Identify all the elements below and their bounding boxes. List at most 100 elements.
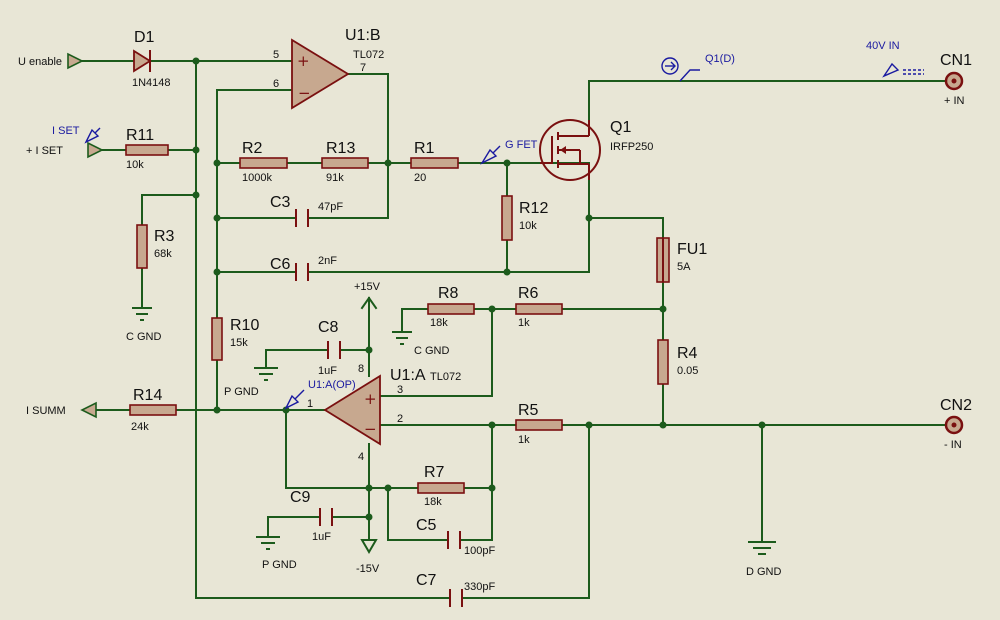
svg-text:C8: C8 (318, 319, 339, 336)
svg-text:R11: R11 (126, 127, 154, 144)
svg-text:5A: 5A (677, 261, 691, 273)
svg-text:100pF: 100pF (464, 545, 495, 557)
svg-text:CN1: CN1 (940, 52, 972, 69)
svg-text:C3: C3 (270, 194, 291, 211)
svg-text:C GND: C GND (414, 345, 450, 357)
svg-text:+15V: +15V (354, 281, 381, 293)
svg-text:G FET: G FET (505, 139, 538, 151)
diode-d1: D1 1N4148 (132, 29, 171, 89)
svg-text:IRFP250: IRFP250 (610, 141, 653, 153)
svg-text:3: 3 (397, 384, 403, 396)
svg-text:U1:A: U1:A (390, 367, 426, 384)
resistor-r4: R4 0.05 (657, 339, 698, 385)
svg-text:10k: 10k (126, 159, 144, 171)
resistor-r5: R5 1k (515, 402, 563, 446)
svg-text:2: 2 (397, 413, 403, 425)
resistor-r10: R10 15k (211, 317, 259, 361)
svg-text:U1:B: U1:B (345, 27, 381, 44)
svg-text:C5: C5 (416, 517, 437, 534)
svg-text:8: 8 (358, 363, 364, 375)
svg-text:TL072: TL072 (430, 371, 461, 383)
svg-text:R6: R6 (518, 285, 539, 302)
svg-text:91k: 91k (326, 172, 344, 184)
terminal-u-enable: U enable (18, 52, 84, 70)
svg-text:P GND: P GND (262, 559, 297, 571)
resistor-r12: R12 10k (501, 195, 548, 241)
terminal-i-set: + I SET (26, 141, 104, 159)
resistor-r6: R6 1k (515, 285, 563, 329)
svg-text:U1:A(OP): U1:A(OP) (308, 379, 356, 391)
svg-text:0.05: 0.05 (677, 365, 698, 377)
resistor-r13: R13 91k (321, 140, 369, 184)
capacitor-c5: C5 100pF (416, 517, 495, 557)
svg-text:R12: R12 (519, 200, 548, 217)
svg-text:330pF: 330pF (464, 581, 495, 593)
svg-text:C GND: C GND (126, 331, 162, 343)
svg-text:-15V: -15V (356, 563, 380, 575)
probe-40v-in: 40V IN (866, 40, 924, 78)
svg-text:R14: R14 (133, 387, 162, 404)
svg-text:R13: R13 (326, 140, 355, 157)
capacitor-c8: C8 1uF (318, 319, 341, 377)
svg-text:R3: R3 (154, 228, 175, 245)
resistor-r14: R14 24k (129, 387, 177, 433)
svg-text:R2: R2 (242, 140, 263, 157)
svg-text:1k: 1k (518, 434, 530, 446)
svg-text:Q1: Q1 (610, 119, 631, 136)
resistor-r2: R2 1000k (239, 140, 288, 184)
svg-text:FU1: FU1 (677, 241, 707, 258)
svg-text:D GND: D GND (746, 566, 782, 578)
resistor-r1: R1 20 (410, 140, 459, 184)
opamp-u1b: + − 5 6 7 U1:B TL072 (273, 27, 384, 110)
svg-text:C6: C6 (270, 256, 291, 273)
ground-r3: C GND (126, 307, 162, 343)
svg-text:R10: R10 (230, 317, 259, 334)
svg-text:4: 4 (358, 451, 364, 463)
svg-text:C9: C9 (290, 489, 311, 506)
connector-cn1: CN1 + IN (940, 52, 972, 107)
svg-text:D1: D1 (134, 29, 155, 46)
svg-text:+ I SET: + I SET (26, 145, 63, 157)
svg-text:1uF: 1uF (312, 531, 331, 543)
fuse-fu1: FU1 5A (656, 237, 707, 283)
resistor-r7: R7 18k (417, 464, 465, 508)
probe-q1-drain: Q1(D) (661, 53, 735, 82)
svg-text:I SET: I SET (52, 125, 80, 137)
svg-text:1uF: 1uF (318, 365, 337, 377)
capacitor-c9: C9 1uF (290, 489, 333, 543)
svg-text:24k: 24k (131, 421, 149, 433)
svg-text:7: 7 (360, 62, 366, 74)
terminal-i-summ: I SUMM (26, 401, 97, 419)
svg-text:10k: 10k (519, 220, 537, 232)
svg-text:+: + (364, 390, 377, 408)
svg-text:20: 20 (414, 172, 426, 184)
probe-i-set: I SET (52, 125, 101, 144)
svg-text:1000k: 1000k (242, 172, 272, 184)
connector-cn2: CN2 - IN (940, 397, 972, 451)
capacitor-c6: C6 2nF (270, 255, 337, 281)
svg-text:TL072: TL072 (353, 49, 384, 61)
svg-text:R5: R5 (518, 402, 539, 419)
svg-text:1: 1 (307, 398, 313, 410)
svg-text:18k: 18k (430, 317, 448, 329)
svg-text:I SUMM: I SUMM (26, 405, 66, 417)
svg-text:R8: R8 (438, 285, 459, 302)
svg-text:+ IN: + IN (944, 95, 965, 107)
svg-text:5: 5 (273, 49, 279, 61)
svg-text:P GND: P GND (224, 386, 259, 398)
svg-text:40V IN: 40V IN (866, 40, 900, 52)
ground-r8: C GND (392, 331, 450, 357)
svg-text:6: 6 (273, 78, 279, 90)
probe-u1a-op: U1:A(OP) (284, 379, 356, 410)
supply-minus-15v: -15V (356, 539, 380, 575)
ground-d: D GND (746, 541, 782, 578)
svg-text:R4: R4 (677, 345, 698, 362)
svg-text:C7: C7 (416, 572, 437, 589)
probe-g-fet: G FET (480, 139, 538, 165)
resistor-r3: R3 68k (136, 224, 175, 269)
mosfet-q1: Q1 IRFP250 (539, 119, 653, 181)
opamp-u1a: + − 3 2 1 8 4 U1:A TL072 (307, 363, 461, 463)
svg-text:47pF: 47pF (318, 201, 343, 213)
ground-c9: P GND (256, 536, 297, 571)
svg-text:15k: 15k (230, 337, 248, 349)
